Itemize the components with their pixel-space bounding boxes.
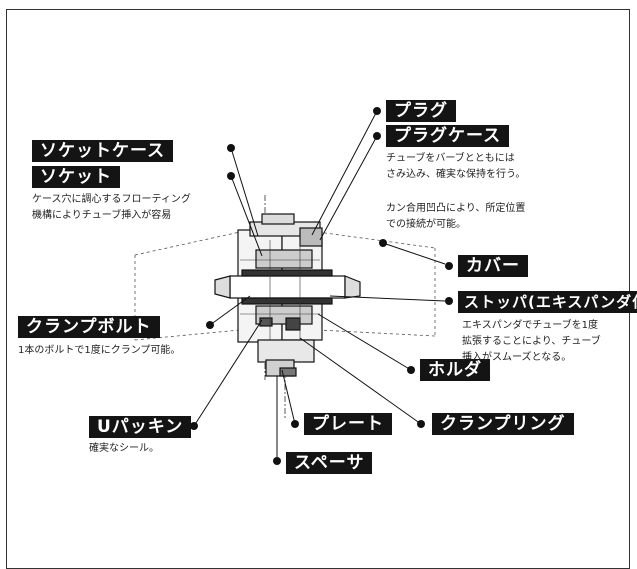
label-plug: プラグ bbox=[386, 100, 456, 122]
desc-u-packing-1: 確実なシール。 bbox=[89, 443, 159, 454]
label-socket-case: ソケットケース bbox=[32, 140, 174, 162]
label-plug-case: プラグケース bbox=[386, 125, 510, 147]
label-socket: ソケット bbox=[32, 166, 120, 188]
label-stopper: ストッパ(エキスパンダ付) bbox=[458, 291, 637, 313]
label-holder: ホルダ bbox=[420, 359, 490, 381]
desc-plug-case-4: での接続が可能。 bbox=[386, 219, 466, 230]
desc-plug-case-3: カン合用凹凸により、所定位置 bbox=[386, 203, 526, 214]
tube-outline bbox=[134, 231, 436, 341]
leader-dots bbox=[190, 107, 453, 465]
desc-stopper-3: 挿入がスムーズとなる。 bbox=[462, 352, 572, 363]
desc-plug-case-1: チューブをバーブとともには bbox=[386, 153, 515, 164]
label-u-packing: Uパッキン bbox=[89, 416, 192, 438]
desc-stopper-2: 拡張することにより、チューブ bbox=[462, 336, 601, 347]
label-plate: プレート bbox=[304, 413, 392, 435]
label-clamp-ring: クランプリング bbox=[432, 413, 574, 435]
desc-clamp-bolt-1: 1本のボルトで1度にクランプ可能。 bbox=[18, 345, 181, 356]
label-clamp-bolt: クランプボルト bbox=[18, 316, 160, 338]
label-cover: カバー bbox=[458, 255, 528, 277]
desc-plug-case-2: さみ込み、確実な保持を行う。 bbox=[386, 169, 526, 180]
desc-socket-1: ケース穴に調心するフローティング bbox=[32, 194, 191, 205]
desc-socket-2: 機構によりチューブ挿入が容易 bbox=[32, 210, 172, 221]
desc-stopper-1: エキスパンダでチューブを1度 bbox=[462, 320, 598, 331]
leader-lines bbox=[193, 110, 446, 461]
label-spacer: スペーサ bbox=[286, 452, 373, 474]
coupling-body bbox=[214, 213, 361, 377]
